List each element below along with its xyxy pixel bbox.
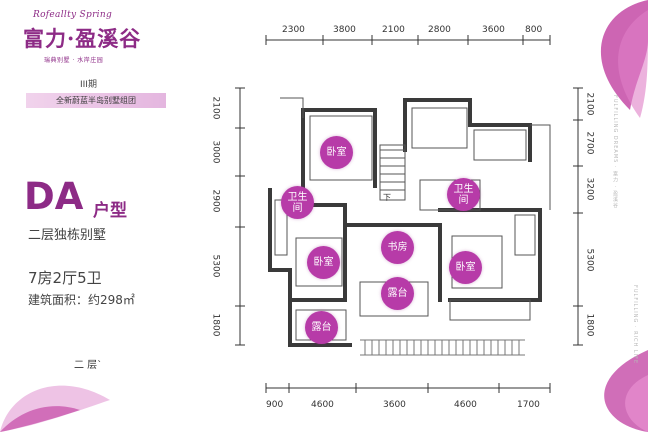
dim-right-1: 2100 (584, 92, 595, 116)
side-text-right: FULFILLING · RICH LIFE (632, 285, 638, 365)
side-text-left: FULFILLING DREAMS · 富力 · 盈溪谷 (612, 95, 618, 209)
dim-bottom-1: 900 (266, 400, 284, 410)
room-bathroom-west: 卫生间 (281, 186, 314, 219)
brand-script-logo: Rofeallty Spring (33, 10, 113, 20)
dim-bottom-4: 4600 (454, 400, 477, 410)
dim-left-1: 2100 (210, 96, 221, 120)
room-terrace-south: 露台 (305, 311, 338, 344)
tagline-banner: 全新蔚蓝半岛别墅组团 (26, 93, 166, 108)
dim-left-2: 3000 (210, 140, 221, 164)
floor-label: 二 层` (74, 360, 103, 371)
dim-right-3: 3200 (584, 177, 595, 201)
dim-top-5: 3600 (482, 25, 505, 35)
dim-right-2: 2700 (584, 131, 595, 155)
dim-bottom-3: 3600 (383, 400, 406, 410)
dim-left-4: 5300 (210, 254, 221, 278)
dim-top-1: 2300 (282, 25, 305, 35)
dim-left-3: 2900 (210, 189, 221, 213)
dim-right-5: 1800 (584, 313, 595, 337)
dim-right-4: 5300 (584, 248, 595, 272)
unit-code: DA (24, 175, 84, 218)
dim-bottom-2: 4600 (311, 400, 334, 410)
dim-top-3: 2100 (382, 25, 405, 35)
dim-top-2: 3800 (333, 25, 356, 35)
room-bedroom-west: 卧室 (307, 246, 340, 279)
dim-bottom-5: 1700 (517, 400, 540, 410)
brand-subtitle: 瑞典别墅 · 水岸庄园 (44, 57, 104, 64)
room-study: 书房 (381, 231, 414, 264)
dim-top-4: 2800 (428, 25, 451, 35)
room-bedroom-north: 卧室 (320, 136, 353, 169)
phase-label: III期 (80, 80, 97, 90)
dim-left-5: 1800 (210, 313, 221, 337)
room-terrace-center: 露台 (381, 277, 414, 310)
stair-down-label: 下 (383, 193, 391, 202)
brand-name: 富力·盈溪谷 (23, 26, 142, 51)
unit-code-suffix: 户型 (93, 201, 127, 221)
room-bathroom-east: 卫生间 (447, 178, 480, 211)
room-bedroom-east: 卧室 (449, 251, 482, 284)
dim-top-6: 800 (525, 25, 543, 35)
tagline-text: 全新蔚蓝半岛别墅组团 (56, 96, 136, 105)
unit-rooms: 7房2厅5卫 (28, 269, 102, 287)
unit-area: 建筑面积：约298㎡ (28, 293, 135, 307)
unit-description: 二层独栋别墅 (28, 228, 107, 243)
